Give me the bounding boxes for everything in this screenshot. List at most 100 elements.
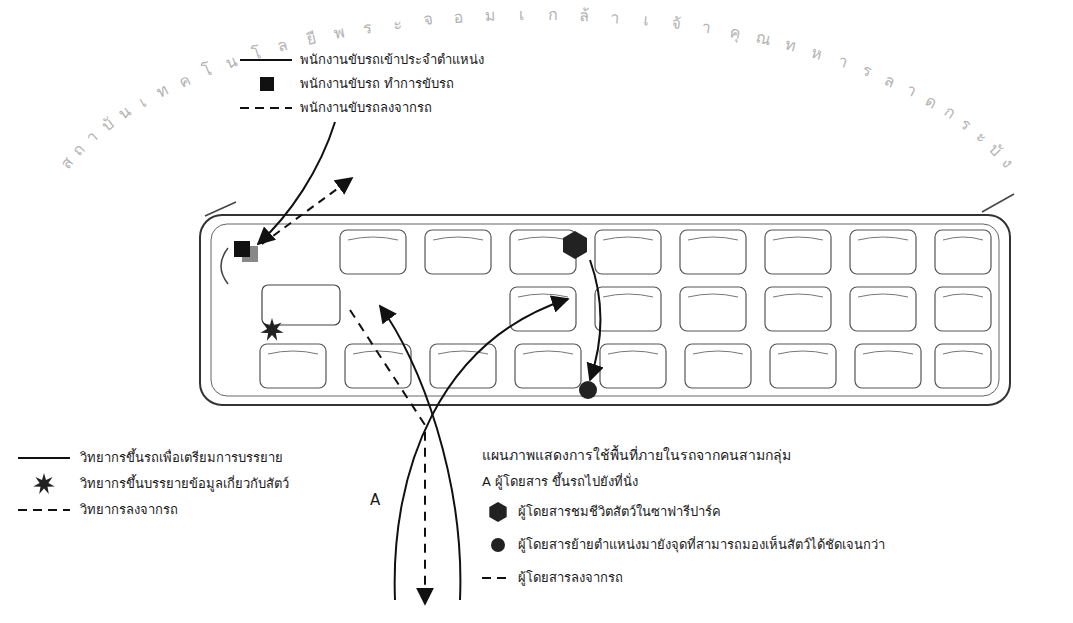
bus-mirror: [982, 194, 1014, 212]
watermark-letter: บั: [99, 115, 117, 134]
passenger-dot: [579, 381, 597, 399]
seat-cushion: [600, 344, 666, 388]
seat-back: [603, 294, 653, 297]
seat: [680, 287, 746, 331]
seat-back: [778, 351, 828, 354]
watermark-letter: เ: [137, 93, 149, 109]
seat: [680, 230, 746, 274]
front-console: [262, 285, 340, 325]
watermark-letter: โ: [200, 62, 214, 80]
legend-samples: [18, 60, 510, 578]
seat-cushion: [340, 230, 406, 274]
watermark-letter: ด: [923, 92, 940, 111]
watermark-letter: ง: [998, 155, 1015, 171]
watermark-letter: า: [903, 82, 918, 100]
seat-back: [433, 237, 483, 240]
legend-line: [18, 509, 70, 511]
legend-line: [240, 107, 292, 109]
watermark-letter: ท: [154, 81, 171, 100]
legend-text: ผู้โดยสารย้ายตำแหน่งมายังจุดที่สามารถมอง…: [518, 536, 885, 554]
seat: [430, 344, 496, 388]
watermark-letter: ม: [484, 8, 496, 24]
seat: [425, 230, 491, 274]
seat-back: [858, 294, 908, 297]
seat-back: [518, 294, 568, 297]
seat-cushion: [855, 344, 921, 388]
seat-back: [943, 351, 983, 354]
watermark-letter: ะ: [973, 128, 990, 146]
seat-cushion: [850, 287, 916, 331]
seat: [260, 344, 326, 388]
seat: [935, 344, 991, 388]
seat-back: [688, 237, 738, 240]
seat-back: [348, 237, 398, 240]
watermark-letter: จ: [423, 12, 434, 29]
watermark-letter: ถ: [70, 141, 88, 159]
seat-back: [688, 294, 738, 297]
seat: [765, 287, 831, 331]
seat-cushion: [935, 344, 991, 388]
seat-group: [260, 230, 991, 388]
legend-text: ผู้โดยสารชมชีวิตสัตว์ในซาฟารีปาร์ค: [518, 503, 721, 521]
seat: [770, 344, 836, 388]
legend-text: วิทยากรลงจากรถ: [80, 501, 178, 519]
seat: [345, 344, 411, 388]
seat-back: [608, 351, 658, 354]
watermark-letter: อ: [454, 9, 465, 26]
driver-exit-arrow: [262, 178, 352, 244]
watermark-letter: ร: [362, 20, 373, 37]
watermark-letter: จ้: [671, 15, 682, 32]
diagram-title: แผนภาพแสดงการใช้พื้นที่ภายในรถจากคนสามกล…: [482, 446, 791, 465]
legend-sample-solid: [18, 458, 70, 459]
watermark-letter: ค: [176, 71, 193, 90]
legend-text: พนักงานขับรถ ทำการขับรถ: [300, 75, 454, 93]
legend-sample-dash: [18, 510, 70, 511]
seat-back: [773, 294, 823, 297]
seat-cushion: [765, 287, 831, 331]
legend-sample-solid: [240, 60, 292, 61]
seat-cushion: [680, 287, 746, 331]
seat-cushion: [770, 344, 836, 388]
legend-sample-dash: [482, 578, 510, 579]
seat-cushion: [935, 230, 991, 274]
watermark-letter: คุ: [728, 24, 742, 42]
legend-square: [260, 77, 274, 91]
seat-back: [943, 294, 983, 297]
seat: [850, 287, 916, 331]
seat: [850, 230, 916, 274]
seat: [935, 230, 991, 274]
legend-text: วิทยากรขึ้นบรรยายข้อมูลเกี่ยวกับสัตว์: [80, 475, 289, 493]
watermark-letter: ร: [860, 62, 874, 80]
watermark-letter: ห: [810, 44, 825, 63]
seat-back: [943, 237, 983, 240]
seat-back: [773, 237, 823, 240]
seat-back: [438, 351, 488, 354]
seat-back: [863, 351, 913, 354]
seat-cushion: [515, 344, 581, 388]
seat-cushion: [850, 230, 916, 274]
legend-hexagon: [489, 502, 506, 522]
seat-cushion: [425, 230, 491, 274]
speaker-enter-arrow: [380, 306, 460, 600]
seat: [855, 344, 921, 388]
seat-cushion: [935, 287, 991, 331]
legend-text: พนักงานขับรถเข้าประจำตำแหน่ง: [300, 51, 484, 69]
seat: [765, 230, 831, 274]
legend-sample-star: [33, 473, 54, 494]
driver-enter-arrow: [258, 122, 335, 244]
legend-sample-dot: [491, 538, 505, 552]
passenger-move-arrow: [590, 260, 601, 380]
seat: [600, 344, 666, 388]
watermark-letter: บั: [986, 141, 1004, 159]
watermark-letter: ณ: [754, 30, 772, 49]
legend-line: [18, 457, 70, 459]
watermark-letter: ล: [276, 37, 290, 55]
legend-text: วิทยากรขึ้นรถเพื่อเตรียมการบรรยาย: [80, 449, 283, 467]
bus-outline: [200, 215, 1010, 405]
watermark-letter: เ: [519, 7, 524, 23]
legend-line: [240, 59, 292, 61]
seat-cushion: [765, 230, 831, 274]
watermark-letter: ส: [58, 154, 77, 172]
seat-back: [523, 351, 573, 354]
